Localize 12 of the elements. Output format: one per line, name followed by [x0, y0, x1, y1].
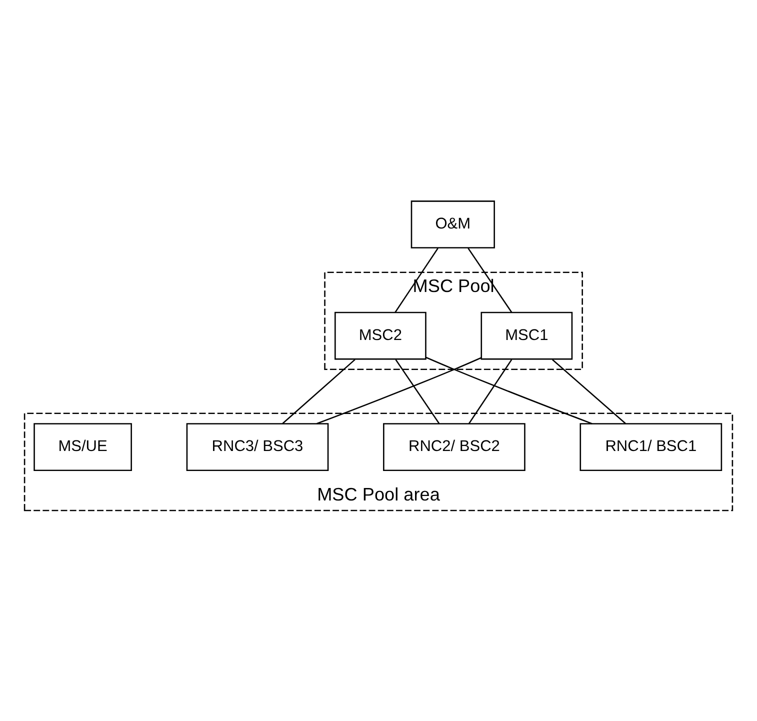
connector	[468, 247, 512, 312]
connector	[394, 247, 438, 312]
connector	[316, 356, 482, 424]
connector	[395, 358, 440, 424]
node-box: MSC2	[334, 311, 426, 360]
node-box: RNC1/ BSC1	[580, 422, 722, 470]
node-box: MSC1	[480, 311, 573, 360]
node-box: O&M	[410, 200, 495, 248]
node-box: RNC3/ BSC3	[186, 422, 329, 470]
node-box: MS/UE	[34, 422, 132, 470]
connector	[468, 358, 512, 424]
node-box: RNC2/ BSC2	[383, 422, 526, 470]
